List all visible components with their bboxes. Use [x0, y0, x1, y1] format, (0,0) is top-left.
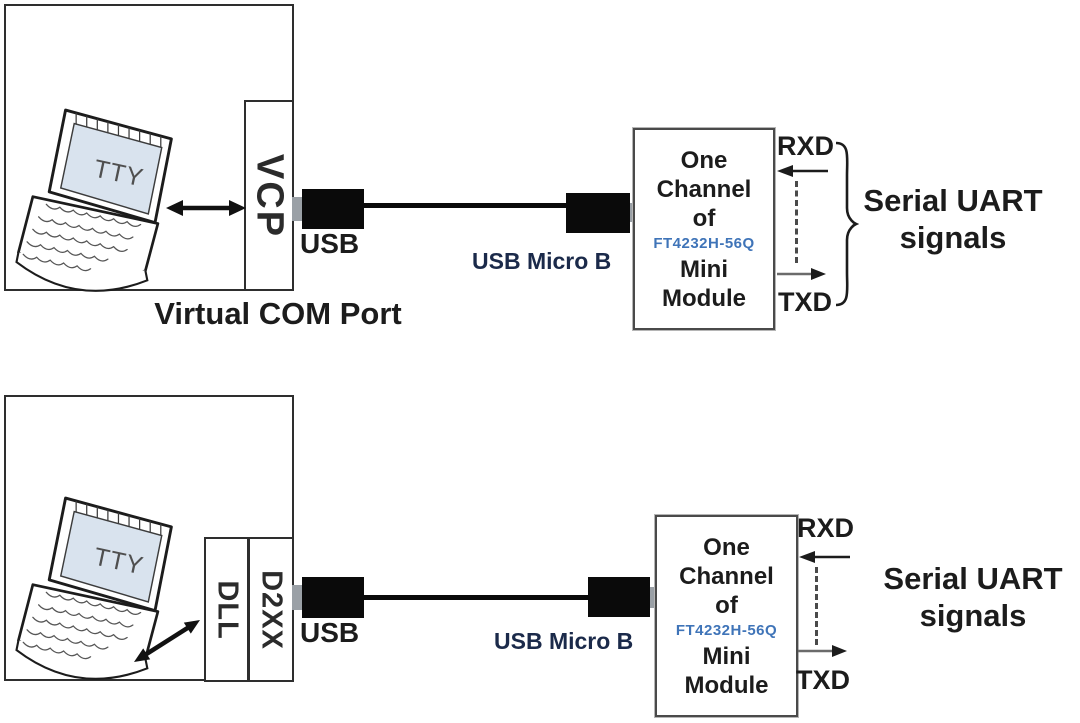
mini-module-box: One Channel of FT4232H-56Q Mini Module: [632, 127, 776, 331]
vcp-driver-box: VCP: [244, 100, 294, 291]
laptop-keys: [22, 203, 142, 272]
module-part-number: FT4232H-56Q: [675, 621, 778, 639]
signals-label-line2: signals: [899, 220, 1007, 255]
dll-driver-label: DLL: [211, 579, 243, 640]
module-text-line: One: [680, 146, 728, 174]
txd-arrow-icon: [798, 645, 847, 657]
rxd-arrow-icon: [777, 165, 828, 177]
module-text-line: Channel: [679, 562, 774, 590]
laptop-keys: [22, 591, 142, 660]
signals-label-line1: Serial UART: [883, 561, 1063, 596]
brace-icon: [835, 141, 859, 307]
bidirectional-arrow-icon: [166, 200, 246, 216]
module-text-line: Module: [662, 284, 746, 312]
module-text-line: of: [692, 204, 716, 232]
txd-label: TXD: [796, 665, 850, 695]
usb-micro-b-label: USB Micro B: [494, 628, 634, 654]
usb-micro-b-connector: [588, 577, 650, 617]
usb-micro-b-connector: [566, 193, 630, 233]
vcp-driver-label: VCP: [248, 153, 291, 238]
module-text-line: One: [703, 533, 750, 561]
usb-port-stub: [292, 585, 302, 610]
signal-dashed-line: [815, 567, 818, 645]
bidirectional-arrow-icon: [134, 620, 200, 662]
laptop-icon: TTY: [15, 496, 173, 680]
serial-uart-signals-label: Serial UART signals: [858, 560, 1080, 634]
usb-label: USB: [300, 617, 360, 648]
module-part-number: FT4232H-56Q: [653, 234, 755, 252]
usb-port-stub: [292, 197, 302, 221]
rxd-label: RXD: [777, 131, 835, 161]
vcp-caption: Virtual COM Port: [154, 296, 402, 331]
txd-arrow-icon: [777, 268, 826, 280]
module-text-line: Mini: [680, 255, 728, 283]
module-text-line: Channel: [656, 175, 752, 203]
laptop-lid: TTY: [47, 496, 173, 613]
laptop-lid: TTY: [47, 108, 173, 225]
laptop-screen: [59, 122, 163, 215]
laptop-icon: TTY: [15, 108, 173, 292]
laptop-base: [15, 195, 160, 292]
module-text-line: Module: [684, 671, 769, 699]
laptop-screen: [59, 510, 163, 603]
usb-type-a-connector: [302, 189, 364, 229]
d2xx-driver-label: D2XX: [255, 569, 288, 650]
rxd-arrow-icon: [799, 551, 850, 563]
module-text-line: Mini: [702, 642, 751, 670]
mini-module-box: One Channel of FT4232H-56Q Mini Module: [654, 514, 799, 718]
rxd-label: RXD: [797, 513, 855, 543]
module-text-line: of: [715, 591, 738, 619]
usb-type-a-connector: [302, 577, 364, 618]
d2xx-driver-box: D2XX: [248, 537, 294, 682]
usb-cable: [364, 203, 566, 208]
txd-label: TXD: [778, 287, 832, 317]
usb-cable: [364, 595, 588, 600]
signals-label-line1: Serial UART: [863, 183, 1043, 218]
serial-uart-signals-label: Serial UART signals: [843, 182, 1063, 256]
signal-dashed-line: [795, 181, 798, 263]
usb-label: USB: [300, 228, 360, 259]
signals-label-line2: signals: [919, 598, 1027, 633]
usb-micro-b-stub: [650, 587, 657, 608]
usb-micro-b-label: USB Micro B: [472, 248, 612, 274]
